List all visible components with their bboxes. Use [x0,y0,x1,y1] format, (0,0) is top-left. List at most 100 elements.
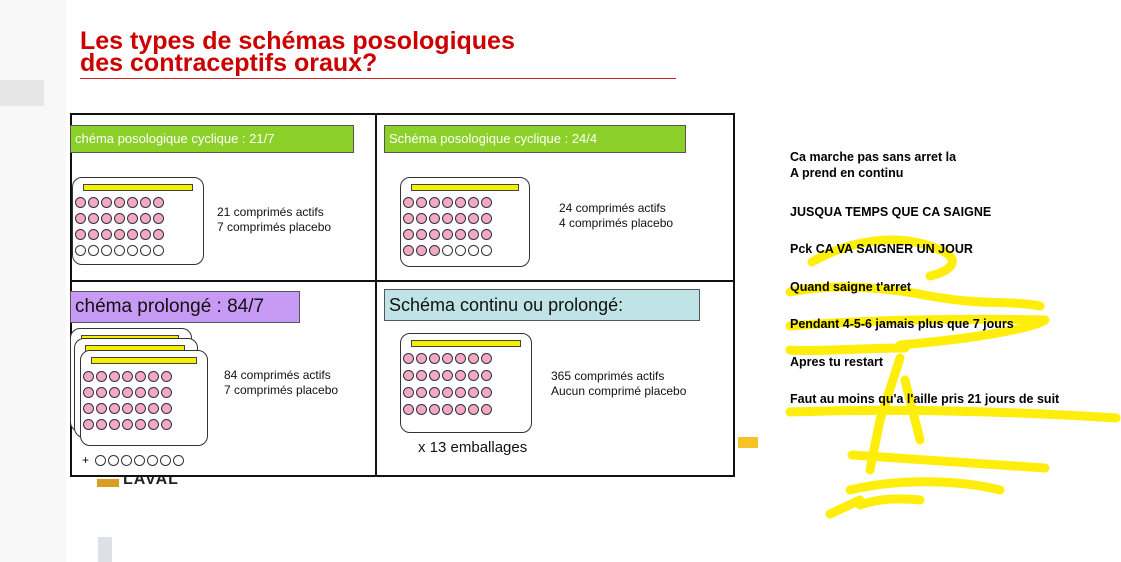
pill-row [83,419,172,430]
pill-row [403,245,492,256]
active-pill [468,370,479,381]
note-line-2: A prend en continu [790,166,903,181]
active-pill [481,213,492,224]
active-pill [416,387,427,398]
active-pill [416,213,427,224]
active-pill [83,419,94,430]
active-pill [109,387,120,398]
pill-pack-24-4 [400,177,530,267]
active-pill [403,245,414,256]
active-pill [416,404,427,415]
active-pill [403,213,414,224]
pill-row [403,404,492,415]
placebo-pill [95,455,106,466]
sidebar-slot[interactable] [98,537,112,562]
active-pill [161,387,172,398]
q4-text: 365 comprimés actifs Aucun comprimé plac… [551,369,686,399]
sidebar-tab[interactable] [0,80,44,106]
title-underline [80,78,676,79]
placebo-pill [140,245,151,256]
q3-text: 84 comprimés actifs 7 comprimés placebo [224,368,338,398]
active-pill [75,197,86,208]
placebo-pill [153,245,164,256]
q4-active-count: 365 comprimés actifs [551,369,686,384]
active-pill [403,404,414,415]
active-pill [109,419,120,430]
active-pill [481,229,492,240]
active-pill [96,419,107,430]
placebo-week-row: + [82,453,184,467]
placebo-pill [160,455,171,466]
pill-row [75,229,164,240]
active-pill [416,353,427,364]
q2-text: 24 comprimés actifs 4 comprimés placebo [559,201,673,231]
q2-active-count: 24 comprimés actifs [559,201,673,216]
active-pill [468,213,479,224]
placebo-pill [134,455,145,466]
q1-text: 21 comprimés actifs 7 comprimés placebo [217,205,331,235]
active-pill [88,197,99,208]
active-pill [135,387,146,398]
pill-pack-21-7 [72,177,204,265]
placebo-pill [455,245,466,256]
active-pill [140,229,151,240]
active-pill [135,419,146,430]
active-pill [429,404,440,415]
q2-placebo-count: 4 comprimés placebo [559,216,673,231]
placebo-pill [468,245,479,256]
pill-row [403,387,492,398]
active-pill [403,229,414,240]
active-pill [122,387,133,398]
active-pill [442,404,453,415]
active-pill [481,370,492,381]
active-pill [429,229,440,240]
q1-placebo-count: 7 comprimés placebo [217,220,331,235]
active-pill [148,387,159,398]
q4-packages-count: x 13 emballages [418,439,527,456]
pill-row [83,371,172,382]
crest-icon [97,479,119,487]
active-pill [429,213,440,224]
active-pill [88,213,99,224]
note-line-8: Faut au moins qu'a l'aille pris 21 jours… [790,392,1059,407]
active-pill [455,213,466,224]
pack-bar [91,357,197,364]
slide-title: Les types de schémas posologiques des co… [80,30,515,74]
highlight-stroke [905,380,920,440]
pack-bar [83,184,193,191]
active-pill [127,229,138,240]
placebo-pill [88,245,99,256]
pill-row [75,197,164,208]
placebo-pill [147,455,158,466]
active-pill [140,213,151,224]
grid-divider-horizontal [72,280,733,282]
highlight-stroke [830,500,860,514]
active-pill [114,213,125,224]
active-pill [403,197,414,208]
active-pill [442,213,453,224]
active-pill [101,229,112,240]
note-line-3: JUSQUA TEMPS QUE CA SAIGNE [790,205,991,220]
active-pill [429,387,440,398]
q3-active-count: 84 comprimés actifs [224,368,338,383]
active-pill [481,353,492,364]
pill-row [403,370,492,381]
q3-placebo-count: 7 comprimés placebo [224,383,338,398]
q1-active-count: 21 comprimés actifs [217,205,331,220]
active-pill [75,213,86,224]
active-pill [403,387,414,398]
placebo-pill [442,245,453,256]
active-pill [83,387,94,398]
active-pill [101,213,112,224]
highlight-stroke [870,358,900,470]
active-pill [114,197,125,208]
placebo-pill [127,245,138,256]
placebo-pill [108,455,119,466]
active-pill [101,197,112,208]
active-pill [153,197,164,208]
pill-row [83,403,172,414]
highlight-stroke [860,499,920,505]
active-pill [114,229,125,240]
university-logo: LAVAL [97,477,217,487]
note-line-5: Quand saigne t'arret [790,280,911,295]
